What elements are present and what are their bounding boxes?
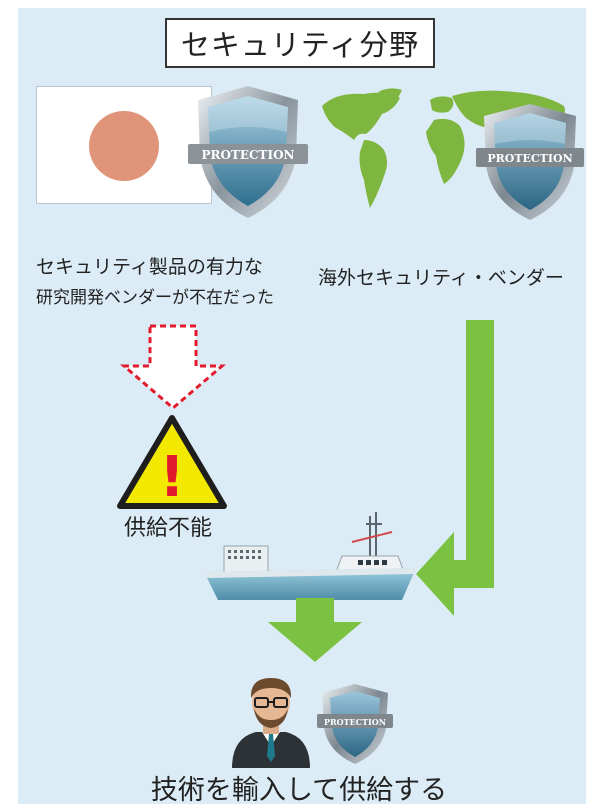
left-caption-line2: 研究開発ベンダーが不在だった: [36, 288, 274, 308]
protection-shield-icon-left: PROTECTION: [188, 86, 308, 218]
shield-label-bottom: PROTECTION: [324, 717, 386, 727]
protection-shield-icon-bottom: PROTECTION: [317, 684, 393, 764]
title-text: セキュリティ分野: [180, 28, 420, 62]
bottom-caption: 技術を輸入して供給する: [150, 775, 448, 806]
dashed-down-arrow: [119, 324, 227, 410]
green-elbow-arrow: [416, 320, 494, 616]
title-box: セキュリティ分野: [165, 18, 435, 68]
green-down-arrow: [268, 598, 362, 662]
warning-mark: !: [159, 445, 185, 510]
japan-flag: [36, 86, 212, 204]
cargo-ship-icon: [204, 512, 416, 600]
warning-icon: !: [117, 415, 227, 510]
shield-label-right: PROTECTION: [487, 152, 572, 165]
protection-shield-icon-right: PROTECTION: [476, 104, 584, 220]
flag-red-disc: [89, 111, 159, 181]
businessman-icon: [232, 678, 310, 768]
left-caption-line1: セキュリティ製品の有力な: [36, 256, 263, 278]
shield-label-left: PROTECTION: [201, 148, 294, 162]
right-caption: 海外セキュリティ・ベンダー: [318, 267, 564, 289]
warning-label: 供給不能: [124, 516, 213, 541]
